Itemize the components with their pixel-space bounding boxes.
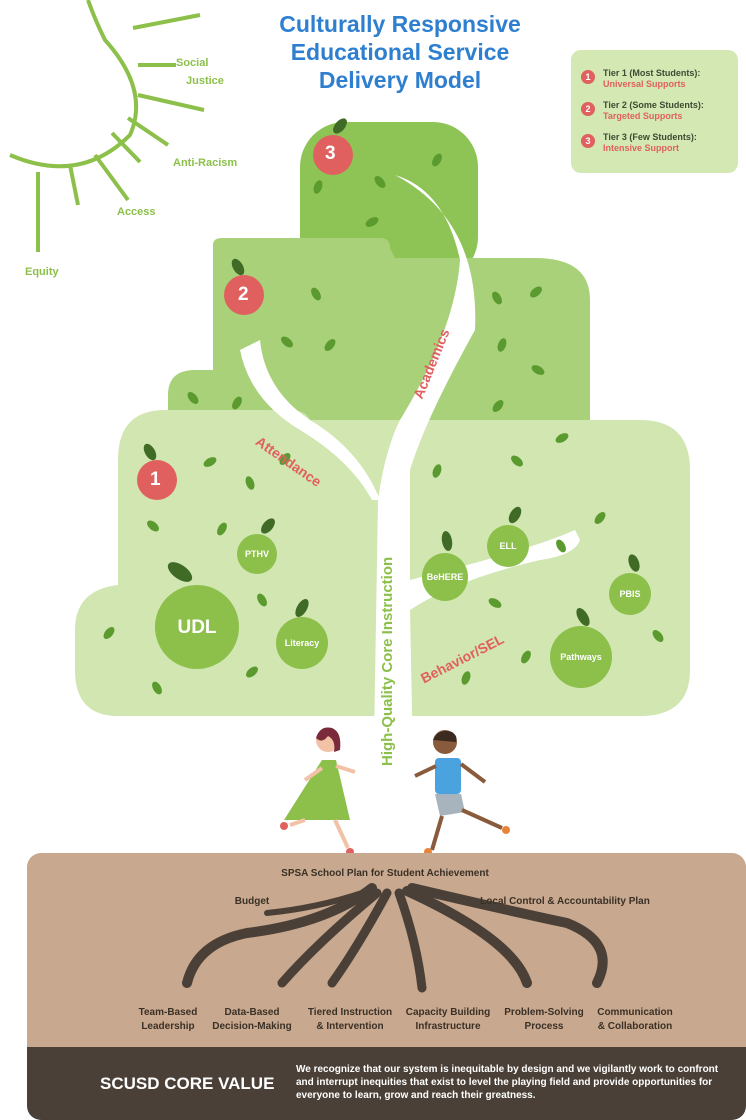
tier-2-label: 2 xyxy=(238,284,249,306)
roots-spsa-label: SPSA School Plan for Student Achievement xyxy=(205,867,565,881)
children-illustration xyxy=(270,720,520,860)
roots-budget-label: Budget xyxy=(225,895,279,909)
root-item-data-based-decision-making: Data-Based Decision-Making xyxy=(206,1006,298,1034)
apple-literacy-label: Literacy xyxy=(276,638,328,648)
girl-figure xyxy=(280,727,355,856)
root-item-capacity-building: Capacity Building Infrastructure xyxy=(400,1006,496,1034)
apple-pthv-label: PTHV xyxy=(237,549,277,559)
apple-ell-label: ELL xyxy=(488,541,528,551)
apple-udl-label: UDL xyxy=(157,617,237,639)
root-item-team-based-leadership: Team-Based Leadership xyxy=(128,1006,208,1034)
canopy-tier-2 xyxy=(168,238,590,420)
root-item-tiered-instruction: Tiered Instruction & Intervention xyxy=(302,1006,398,1034)
core-value-text: We recognize that our system is inequita… xyxy=(296,1063,736,1102)
apple-behere-label: BeHERE xyxy=(421,572,469,582)
boy-figure xyxy=(415,730,510,856)
root-item-problem-solving: Problem-Solving Process xyxy=(498,1006,590,1034)
core-value-title: SCUSD CORE VALUE xyxy=(100,1074,274,1094)
tier-3-label: 3 xyxy=(325,143,336,165)
root-item-communication: Communication & Collaboration xyxy=(590,1006,680,1034)
apple-pathways-label: Pathways xyxy=(550,652,612,662)
apple-pbis-label: PBIS xyxy=(610,589,650,599)
tier-1-label: 1 xyxy=(150,469,161,491)
roots-lcap-label: Local Control & Accountability Plan xyxy=(465,895,665,909)
